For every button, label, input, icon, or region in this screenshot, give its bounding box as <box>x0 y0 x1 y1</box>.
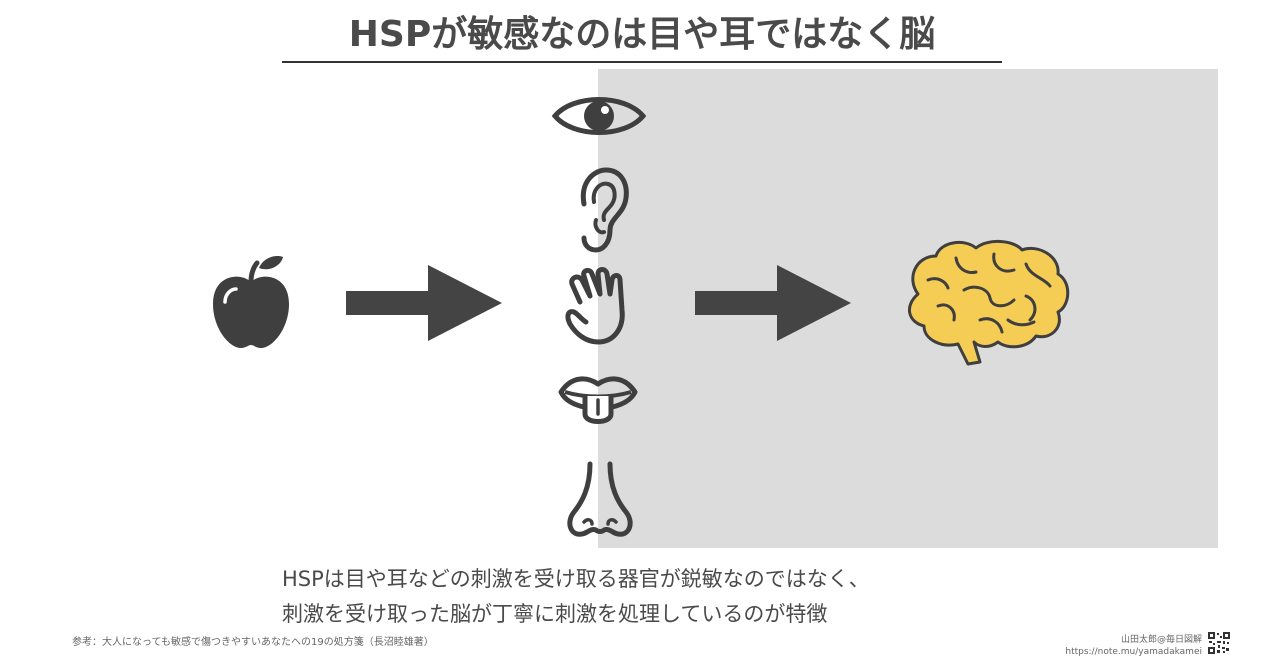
qr-code-icon <box>1208 632 1230 654</box>
hand-icon <box>565 267 625 345</box>
mouth-icon <box>558 376 638 424</box>
apple-icon <box>213 256 289 348</box>
brain-icon <box>908 240 1070 366</box>
description-line-1: HSPは目や耳などの刺激を受け取る器官が鋭敏なのではなく、 <box>282 567 870 591</box>
page-title: HSPが敏感なのは目や耳ではなく脳 <box>348 14 936 55</box>
description-line-2: 刺激を受け取った脳が丁寧に刺激を処理しているのが特徴 <box>282 602 828 626</box>
ear-icon <box>580 167 629 253</box>
title-underline <box>282 61 1002 63</box>
author-credit: 山田太郎@毎日図解 <box>1120 635 1202 645</box>
arrow-right-icon <box>695 265 851 341</box>
author-url: https://note.mu/yamadakamei <box>1065 647 1202 657</box>
reference-citation: 参考：大人になっても敏感で傷つきやすいあなたへの19の処方箋（長沼睦雄著） <box>72 637 434 648</box>
eye-icon <box>551 97 647 135</box>
nose-icon <box>567 461 633 537</box>
arrow-right-icon <box>346 265 502 341</box>
